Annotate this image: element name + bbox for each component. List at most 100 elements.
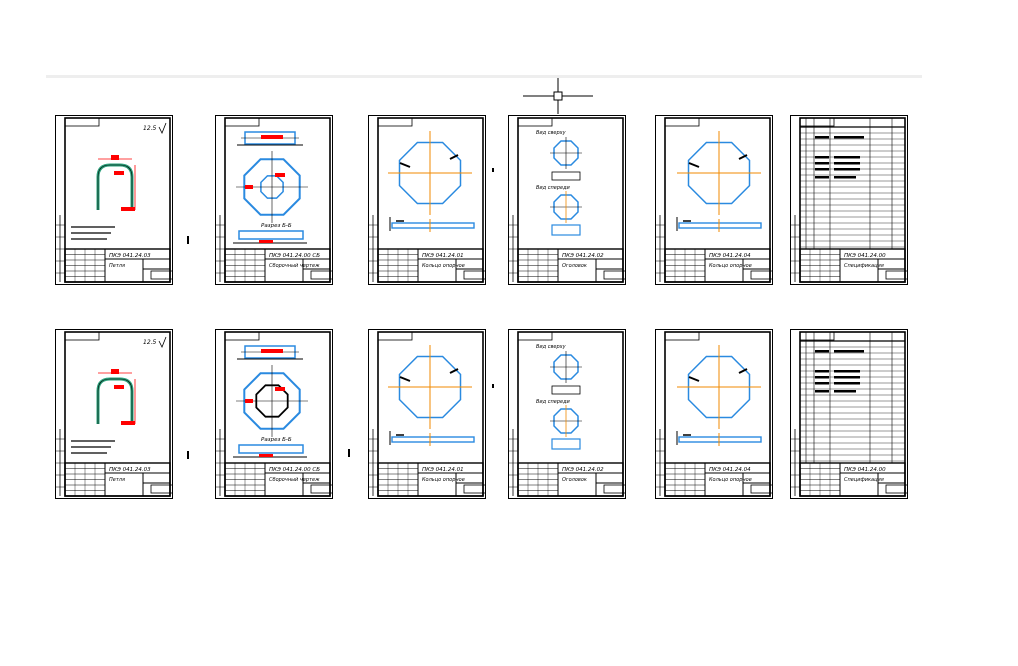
dimension-arrow: [449, 368, 459, 374]
outer-frame: [368, 329, 486, 499]
top-label-box: [799, 331, 835, 341]
outer-frame: [215, 115, 333, 285]
marker: [492, 384, 494, 388]
view-label-top: Вид сверху: [536, 344, 567, 350]
top-label-box: [377, 331, 413, 341]
section-label: Разрез Б-Б: [261, 223, 292, 229]
drawing-title: Петля: [109, 263, 125, 269]
outer-frame: [55, 329, 173, 499]
dimension-label: [114, 171, 124, 175]
marker: [187, 236, 189, 244]
drawing-title: Петля: [109, 477, 125, 483]
spec-entry-code: [815, 176, 829, 179]
drawing-title: Спецификация: [844, 263, 884, 269]
outer-frame: [508, 329, 626, 499]
ring-octagon: [398, 355, 462, 419]
title-block: [377, 248, 486, 283]
marker: [348, 449, 350, 457]
outer-frame: [368, 115, 486, 285]
org-box: [463, 484, 486, 494]
title-block: [64, 462, 173, 497]
spec-entry-name: [834, 350, 864, 353]
dimension-label: [275, 387, 285, 391]
dimension-arrow: [688, 162, 700, 168]
spec-entry-code: [815, 376, 829, 379]
org-box: [310, 270, 333, 280]
outer-frame: [655, 115, 773, 285]
org-box: [463, 270, 486, 280]
dimension-label: [245, 185, 253, 189]
base-block: [551, 438, 581, 450]
surface-roughness: 12.5: [143, 125, 157, 132]
dimension-label: [261, 349, 283, 353]
top-label-box: [799, 117, 835, 127]
drawing-number: ПКЭ 041.24.01: [422, 467, 464, 473]
marker: [492, 168, 494, 172]
drawing-title: Сборочный чертеж: [269, 477, 320, 483]
surface-roughness: 12.5: [143, 339, 157, 346]
dimension-label: [114, 385, 124, 389]
dimension-label: [111, 155, 119, 160]
drawing-number: ПКЭ 041.24.00: [844, 253, 886, 259]
spec-entry-code: [815, 382, 829, 385]
outer-frame: [790, 115, 908, 285]
bottom-plate: [238, 444, 304, 454]
drawing-title: Спецификация: [844, 477, 884, 483]
drawing-number: ПКЭ 041.24.03: [109, 253, 151, 259]
title-block: [224, 248, 333, 283]
top-label-box: [664, 117, 700, 127]
drawing-title: Кольцо опорное: [709, 477, 752, 483]
crosshair-cursor: [523, 78, 593, 114]
org-box: [750, 484, 773, 494]
spec-entry-name: [834, 162, 860, 165]
spec-entry-name: [834, 156, 860, 159]
bottom-plate: [238, 230, 304, 240]
outer-frame: [508, 115, 626, 285]
dimension-arrow: [449, 154, 459, 160]
drawing-number: ПКЭ 041.24.00 СБ: [269, 253, 320, 259]
view-label-front: Вид спереди: [536, 185, 571, 191]
drawing-number: ПКЭ 041.24.04: [709, 253, 751, 259]
dimension-arrow: [688, 376, 700, 382]
drawing-number: ПКЭ 041.24.02: [562, 253, 604, 259]
side-strip: [391, 222, 475, 229]
dimension-label: [259, 240, 273, 243]
drawing-number: ПКЭ 041.24.00: [844, 467, 886, 473]
dimension-label: [259, 454, 273, 457]
roughness-icon: [158, 336, 167, 348]
top-label-box: [64, 117, 100, 127]
front-view-octagon: [553, 194, 579, 220]
spec-entry-code: [815, 162, 829, 165]
view-label-top: Вид сверху: [536, 130, 567, 136]
drawing-title: Кольцо опорное: [422, 263, 465, 269]
dimension-label: [245, 399, 253, 403]
spec-entry-code: [815, 156, 829, 159]
ring-octagon: [398, 141, 462, 205]
org-box: [150, 484, 173, 494]
spec-entry-code: [815, 168, 829, 171]
dimension-label: [121, 421, 135, 425]
base-block: [551, 224, 581, 236]
title-block: [664, 462, 773, 497]
marker: [187, 451, 189, 459]
